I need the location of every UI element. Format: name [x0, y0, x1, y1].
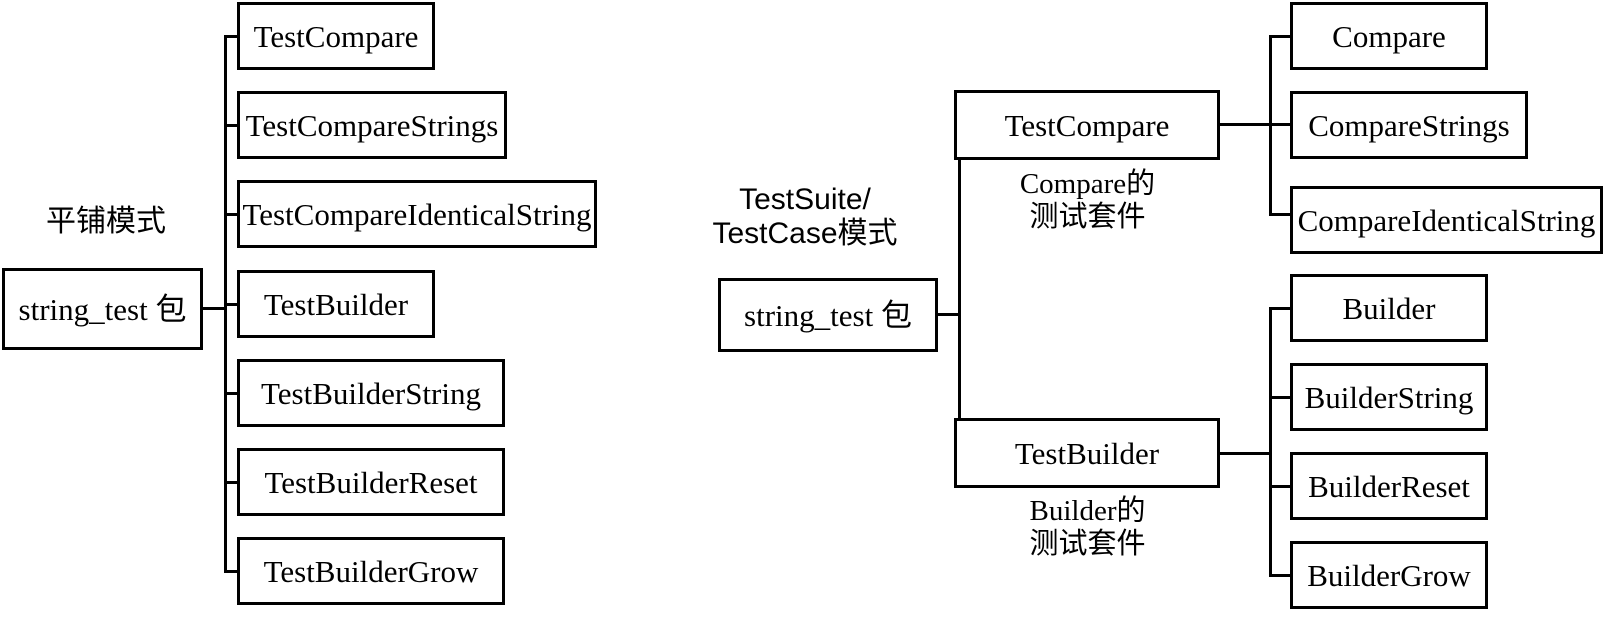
suite1-case-connector — [1269, 35, 1294, 38]
right-root-connector — [938, 313, 961, 316]
left-child-connector — [224, 213, 240, 216]
suite2-case-connector — [1269, 307, 1294, 310]
left-child-connector — [224, 35, 240, 38]
case-node[interactable]: BuilderGrow — [1290, 541, 1488, 609]
case-node[interactable]: BuilderReset — [1290, 452, 1488, 520]
left-child-node[interactable]: TestBuilderReset — [237, 448, 505, 516]
suite-caption-testbuilder: Builder的 测试套件 — [1029, 495, 1146, 561]
right-main-spine — [958, 124, 961, 456]
case-node[interactable]: CompareStrings — [1290, 91, 1528, 159]
left-child-node[interactable]: TestBuilderGrow — [237, 537, 505, 605]
case-node[interactable]: Compare — [1290, 2, 1488, 70]
suite2-case-connector — [1269, 485, 1294, 488]
suite2-case-connector — [1269, 574, 1294, 577]
suite1-out-connector — [1220, 123, 1272, 126]
left-child-node[interactable]: TestCompareIdenticalString — [237, 180, 597, 248]
left-child-connector — [224, 392, 240, 395]
left-child-node[interactable]: TestCompare — [237, 2, 435, 70]
suite2-out-connector — [1220, 452, 1272, 455]
right-root-node[interactable]: string_test 包 — [718, 278, 938, 352]
case-node[interactable]: Builder — [1290, 274, 1488, 342]
case-node[interactable]: CompareIdenticalString — [1290, 186, 1603, 254]
left-child-node[interactable]: TestCompareStrings — [237, 91, 507, 159]
left-child-connector — [224, 124, 240, 127]
left-child-node[interactable]: TestBuilderString — [237, 359, 505, 427]
suite2-spine — [1269, 308, 1272, 575]
left-root-connector — [203, 307, 227, 310]
suite-node-testcompare[interactable]: TestCompare — [954, 90, 1220, 160]
case-node[interactable]: BuilderString — [1290, 363, 1488, 431]
left-mode-label: 平铺模式 — [46, 205, 166, 238]
left-child-connector — [224, 570, 240, 573]
suite-caption-testcompare: Compare的 测试套件 — [1019, 168, 1156, 234]
left-root-node[interactable]: string_test 包 — [2, 268, 203, 350]
suite-node-testbuilder[interactable]: TestBuilder — [954, 418, 1220, 488]
suite2-case-connector — [1269, 396, 1294, 399]
left-child-node[interactable]: TestBuilder — [237, 270, 435, 338]
suite1-case-connector — [1269, 123, 1294, 126]
left-child-connector — [224, 481, 240, 484]
suite1-spine — [1269, 36, 1272, 216]
suite1-case-connector — [1269, 213, 1294, 216]
left-child-connector — [224, 303, 240, 306]
right-mode-label: TestSuite/ TestCase模式 — [712, 183, 898, 250]
